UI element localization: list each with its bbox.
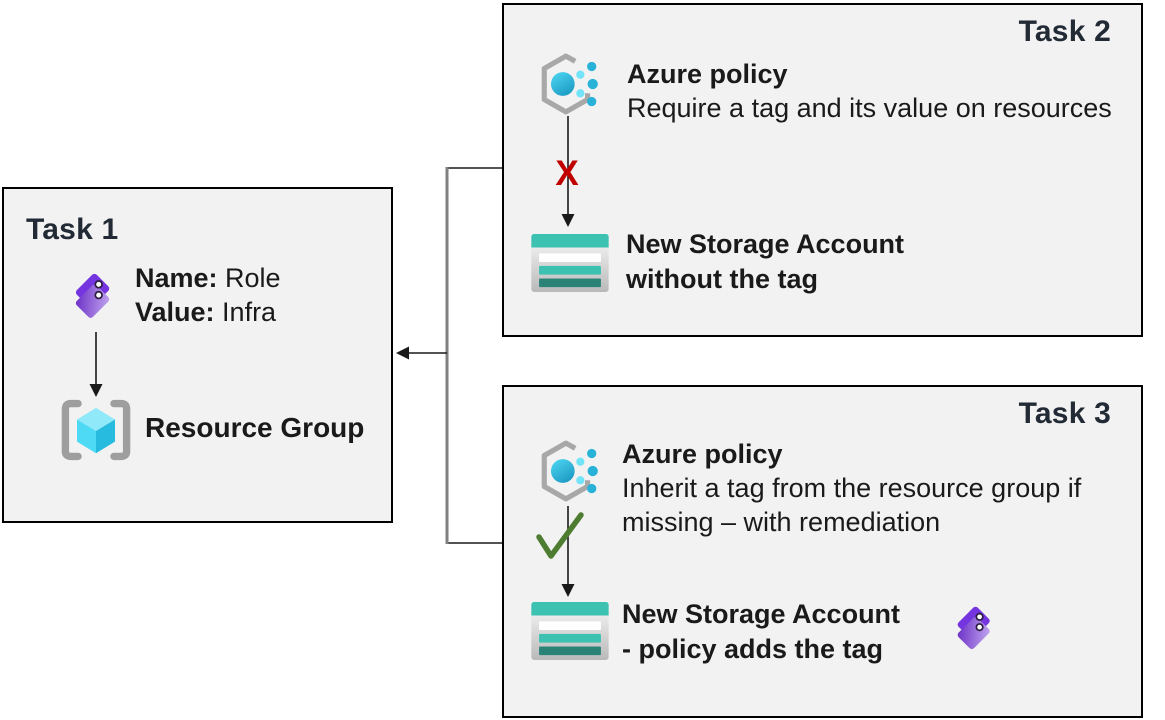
tag-icon: [957, 606, 990, 650]
tag-icon: [75, 273, 110, 318]
tag-name-line: Name: Role: [135, 261, 281, 295]
task1-panel: Task 1 Name: Role Value: Infra Resource …: [2, 187, 393, 523]
task3-policy-description-line2: missing – with remediation: [622, 507, 941, 537]
x-mark-icon: X: [555, 154, 579, 193]
task2-storage-text: New Storage Account without the tag: [626, 227, 904, 297]
task3-panel: Task 3 Azure policy Inherit a tag from t…: [502, 385, 1143, 718]
elbow-connector: [396, 167, 502, 544]
task1-title: Task 1: [26, 213, 119, 246]
task2-title: Task 2: [1018, 15, 1111, 48]
tag-value-line: Value: Infra: [135, 295, 281, 329]
tag-value-value: Infra: [214, 297, 277, 327]
tag-name-value: Role: [217, 263, 281, 293]
azure-policy-icon: [541, 53, 598, 115]
storage-account-icon: [531, 234, 609, 292]
task3-storage-line2: - policy adds the tag: [622, 634, 884, 664]
task2-policy-text: Azure policy Require a tag and its value…: [627, 57, 1112, 125]
task3-storage-line1: New Storage Account: [622, 599, 901, 629]
tag-value-label: Value:: [135, 297, 215, 327]
resource-group-label: Resource Group: [145, 412, 365, 443]
task3-policy-description-line1: Inherit a tag from the resource group if: [622, 473, 1082, 503]
resource-group-icon: [61, 399, 131, 461]
task2-policy-description: Require a tag and its value on resources: [627, 93, 1112, 123]
tag-name-label: Name:: [135, 263, 218, 293]
task3-policy-title: Azure policy: [622, 439, 783, 469]
storage-account-icon: [531, 602, 609, 660]
task3-storage-text: New Storage Account - policy adds the ta…: [622, 597, 900, 667]
tag-name-value-text: Name: Role Value: Infra: [135, 261, 281, 329]
task2-panel: Task 2 Azure policy Require a tag and it…: [502, 3, 1143, 337]
task3-title: Task 3: [1018, 397, 1111, 430]
azure-policy-icon: [541, 440, 598, 502]
task2-policy-title: Azure policy: [627, 59, 788, 89]
task2-storage-line2: without the tag: [626, 264, 818, 294]
task2-storage-line1: New Storage Account: [626, 229, 905, 259]
task3-policy-text: Azure policy Inherit a tag from the reso…: [622, 437, 1081, 539]
